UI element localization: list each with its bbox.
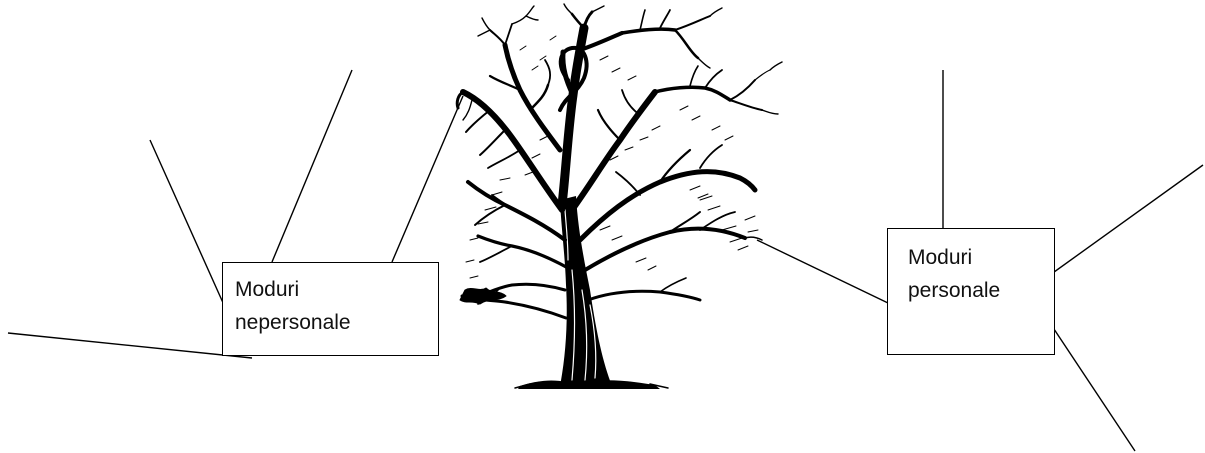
- label-box-right-line1: Moduri: [908, 246, 973, 269]
- tree-branch-right-lower: [583, 226, 747, 272]
- tree-twigs-top: [477, 3, 783, 115]
- label-box-moduri-nepersonale: Moduri nepersonale: [222, 262, 439, 356]
- tree-branch-left-long: [460, 89, 565, 213]
- tree-foliage-lower-left: [459, 287, 507, 305]
- tree-trunk: [560, 196, 612, 386]
- pointer-line-right-2: [756, 239, 889, 304]
- pointer-line-left-4: [7, 332, 253, 359]
- pointer-line-right-3: [1035, 164, 1204, 286]
- pointer-line-left-3: [391, 95, 464, 263]
- label-box-right-line2: personale: [908, 279, 1001, 302]
- tree-branch-upper-left: [502, 42, 563, 153]
- label-box-moduri-personale: Moduri personale: [887, 228, 1055, 355]
- pointer-lines: [7, 69, 1204, 452]
- pointer-line-left-2: [271, 69, 353, 263]
- tree-bark-highlights: [564, 209, 597, 381]
- pointer-line-right-4: [1039, 307, 1136, 452]
- tree-illustration: [455, 3, 783, 389]
- pointer-line-left-1: [149, 139, 225, 306]
- tree-foliage-strokes: [465, 35, 759, 279]
- label-box-left-line1: Moduri: [235, 278, 300, 301]
- tree-branch-right-arch: [577, 169, 758, 243]
- label-box-left-line2: nepersonale: [235, 311, 351, 334]
